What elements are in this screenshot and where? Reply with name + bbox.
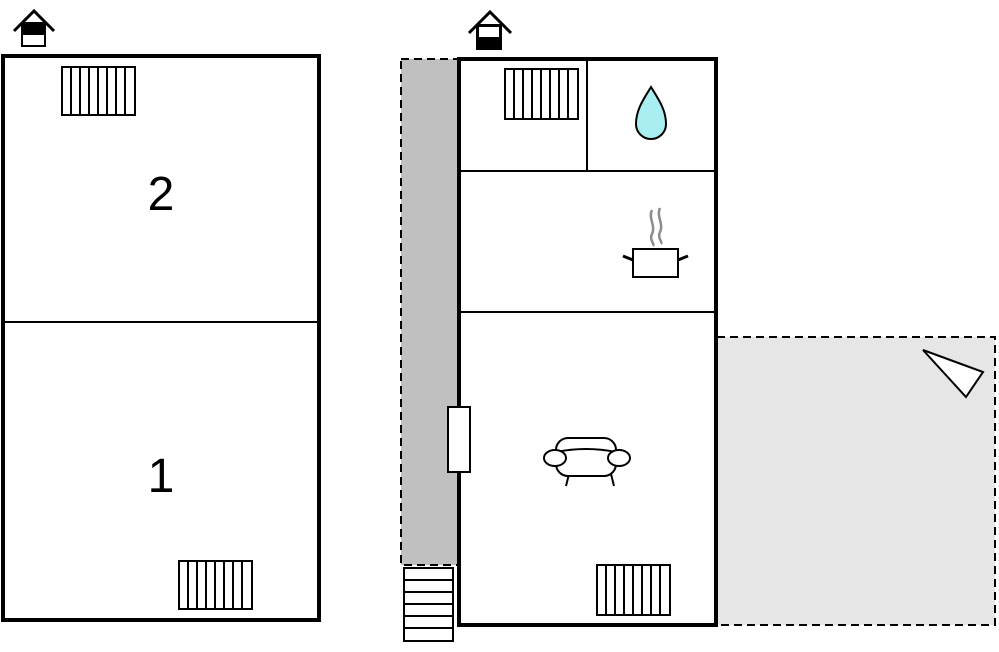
- stairs-icon: [403, 567, 454, 642]
- upper-floor: 2 1: [1, 8, 321, 622]
- radiator-icon: [504, 68, 579, 120]
- radiator-icon: [178, 560, 253, 610]
- cooking-pot-icon: [622, 207, 689, 278]
- room-label-2: 2: [148, 168, 175, 221]
- water-drop-icon: [634, 85, 668, 140]
- radiator-icon: [61, 66, 136, 116]
- corridor-area: [400, 58, 460, 566]
- door-icon: [447, 406, 471, 473]
- house-icon: [467, 9, 513, 50]
- radiator-icon: [596, 564, 671, 616]
- sofa-icon: [543, 437, 631, 487]
- room-label-1: 1: [148, 450, 175, 503]
- house-icon: [12, 8, 56, 47]
- upper-floor-outline: [1, 54, 321, 622]
- ground-floor: [400, 9, 996, 642]
- deckchair-icon: [922, 349, 985, 399]
- terrace-area: [716, 336, 996, 626]
